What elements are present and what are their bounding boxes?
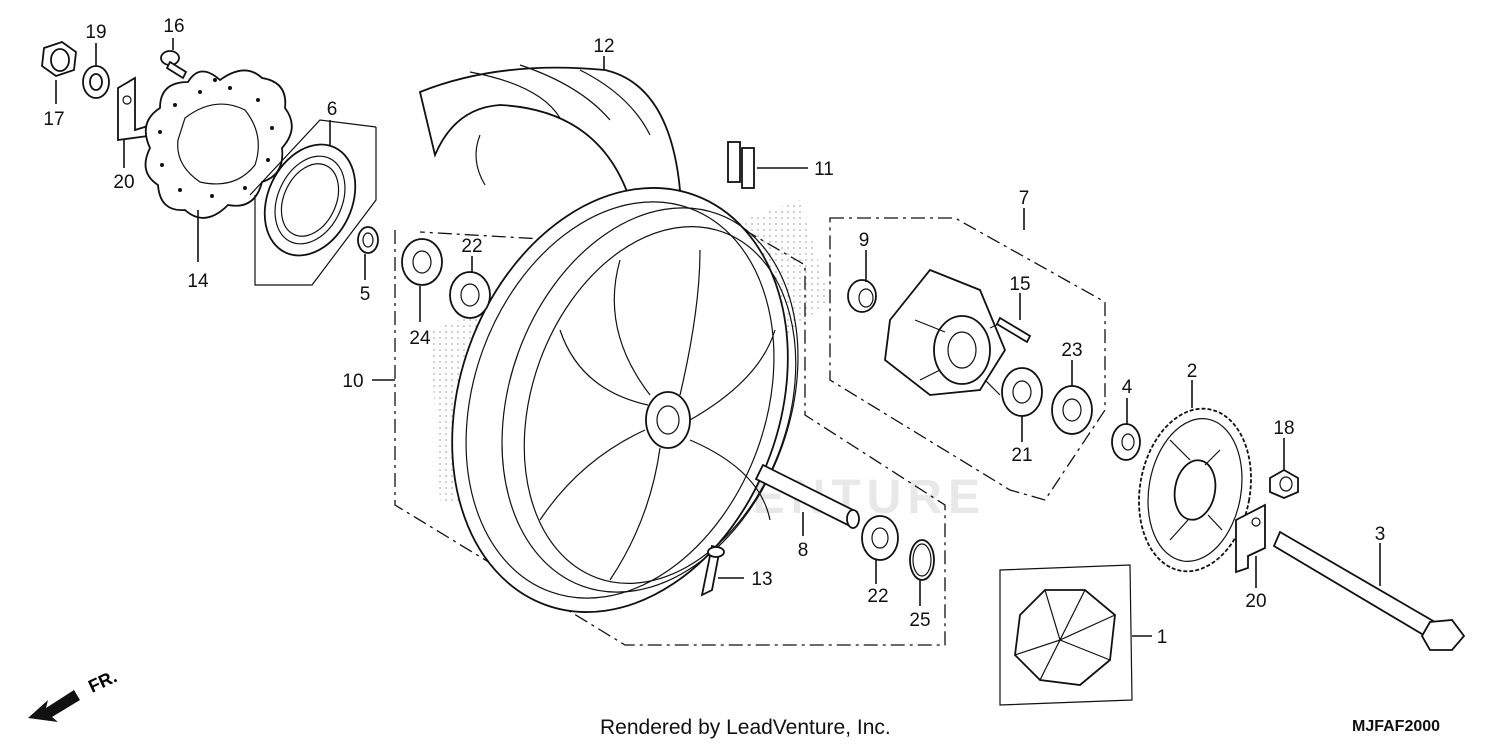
bracket-20-left[interactable] [117, 76, 149, 142]
callout-1[interactable]: 1 [1157, 627, 1168, 648]
callout-15[interactable]: 15 [1009, 274, 1030, 295]
callout-22-right[interactable]: 22 [867, 586, 888, 607]
callout-12[interactable]: 12 [593, 36, 614, 57]
collar-9[interactable] [847, 279, 877, 313]
bearing-21[interactable] [1001, 367, 1043, 417]
damper-rubber-1[interactable] [1014, 589, 1116, 686]
bearing-24[interactable] [401, 238, 443, 286]
callout-5[interactable]: 5 [360, 284, 371, 305]
callout-18[interactable]: 18 [1273, 418, 1294, 439]
brake-disc-14[interactable] [144, 69, 293, 219]
nut-17[interactable] [41, 41, 77, 77]
callout-23[interactable]: 23 [1061, 340, 1082, 361]
callout-20-left[interactable]: 20 [113, 172, 134, 193]
collar-4[interactable] [1111, 423, 1141, 461]
callout-4[interactable]: 4 [1122, 377, 1133, 398]
callout-8[interactable]: 8 [798, 540, 809, 561]
callout-10[interactable]: 10 [342, 371, 363, 392]
sprocket-2[interactable] [1127, 400, 1264, 581]
callout-2[interactable]: 2 [1187, 361, 1198, 382]
leader-lines [55, 38, 1381, 637]
tire-12[interactable] [418, 64, 681, 202]
callout-25[interactable]: 25 [909, 610, 930, 631]
callout-20-right[interactable]: 20 [1245, 591, 1266, 612]
callout-labels: 17 19 16 20 14 6 5 12 11 10 24 22 8 22 2… [43, 16, 1385, 648]
pulser-ring-group [249, 119, 377, 286]
wheel-10[interactable] [395, 140, 849, 659]
callout-6[interactable]: 6 [327, 99, 338, 120]
damper-box [999, 564, 1133, 706]
washer-19[interactable] [82, 65, 110, 99]
bolt-16[interactable] [160, 50, 188, 80]
weight-11[interactable] [727, 141, 755, 189]
diagram-code: MJFAF2000 [1352, 718, 1441, 735]
callout-16[interactable]: 16 [163, 16, 184, 37]
valve-13[interactable] [700, 544, 725, 597]
pulser-ring-6[interactable] [247, 130, 372, 271]
hub-assembly-box [829, 217, 1106, 501]
footer-credit: Rendered by LeadVenture, Inc. [600, 716, 891, 739]
stud-15[interactable] [995, 316, 1032, 344]
callout-13[interactable]: 13 [751, 569, 772, 590]
callout-19[interactable]: 19 [85, 22, 106, 43]
front-label: FR. [85, 666, 120, 696]
spacer-8[interactable] [754, 463, 860, 529]
callout-3[interactable]: 3 [1375, 524, 1386, 545]
callout-11[interactable]: 11 [814, 159, 834, 180]
nut-18[interactable] [1269, 468, 1299, 499]
axle-3[interactable] [1272, 530, 1466, 651]
collar-5[interactable] [357, 226, 379, 254]
callout-9[interactable]: 9 [859, 230, 870, 251]
callout-17[interactable]: 17 [43, 109, 64, 130]
callout-22-left[interactable]: 22 [461, 236, 482, 257]
o-ring-25[interactable] [909, 539, 935, 581]
bearing-22-right[interactable] [861, 515, 899, 561]
callout-21[interactable]: 21 [1011, 445, 1032, 466]
hub-flange-7[interactable] [884, 268, 1007, 396]
front-arrow-icon: FR. [28, 666, 120, 722]
callout-7[interactable]: 7 [1019, 188, 1030, 209]
bracket-20-right[interactable] [1235, 503, 1266, 574]
bearing-23[interactable] [1051, 385, 1093, 435]
bearing-22-left[interactable] [449, 271, 491, 319]
callout-14[interactable]: 14 [187, 271, 209, 292]
callout-24[interactable]: 24 [409, 328, 431, 349]
